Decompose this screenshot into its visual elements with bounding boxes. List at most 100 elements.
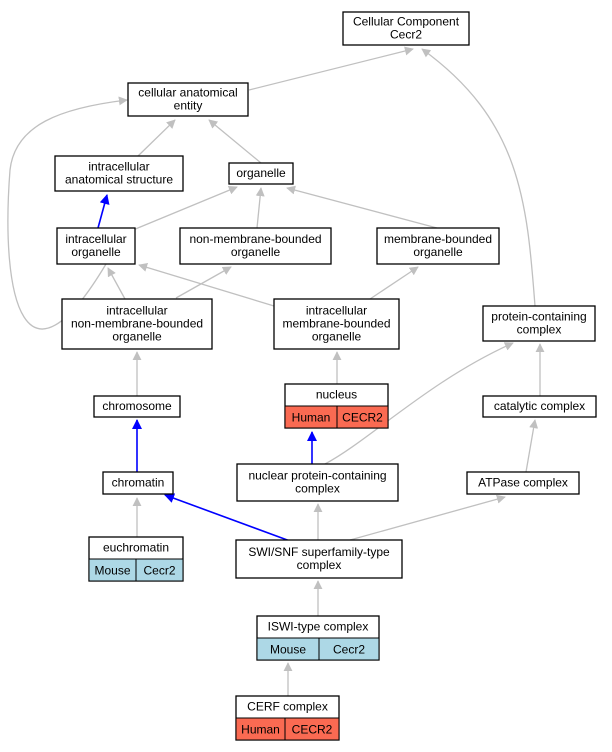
- node-box: [236, 463, 399, 502]
- node-label: nucleus: [316, 388, 357, 402]
- node-label: euchromatin: [103, 541, 169, 555]
- edge: [137, 119, 176, 157]
- edge: [175, 266, 232, 299]
- node-catalytic-complex[interactable]: catalytic complex: [482, 395, 597, 418]
- node-label: intracellular: [65, 232, 126, 246]
- edge: [7, 96, 128, 330]
- node-label: complex: [517, 323, 562, 337]
- node-label: SWI/SNF superfamily-type: [248, 545, 390, 559]
- node-box: [376, 227, 500, 265]
- node-label: anatomical structure: [65, 173, 173, 187]
- edge: [324, 342, 514, 465]
- node-organelle[interactable]: organelle: [228, 162, 294, 185]
- gene-cell: [318, 637, 380, 661]
- edge: [255, 187, 265, 229]
- node-label: ISWI-type complex: [268, 620, 369, 634]
- node-box: [102, 471, 174, 495]
- node-label: organelle: [413, 245, 463, 259]
- node-box: [54, 155, 184, 192]
- node-label: intracellular: [88, 160, 149, 174]
- node-chromosome[interactable]: chromosome: [93, 395, 181, 418]
- node-box: [235, 539, 403, 579]
- gene-cell-label: Cecr2: [333, 643, 365, 657]
- node-label: complex: [295, 482, 340, 496]
- node-label: organelle: [312, 330, 362, 344]
- node-box: [482, 395, 597, 418]
- node-box: [342, 11, 470, 46]
- node-label: intracellular: [106, 304, 167, 318]
- edge: [421, 48, 536, 307]
- edge: [349, 494, 506, 541]
- edge: [208, 119, 262, 164]
- node-box: [273, 298, 400, 350]
- species-cell-label: Mouse: [94, 564, 130, 578]
- gene-cell: [336, 405, 389, 429]
- node-label: organelle: [231, 245, 281, 259]
- node-label: complex: [297, 558, 342, 572]
- edge: [132, 185, 238, 231]
- gene-cell: [135, 558, 184, 582]
- species-cell-label: Mouse: [270, 643, 306, 657]
- node-label: chromosome: [102, 399, 172, 413]
- node-box: [56, 227, 136, 265]
- node-box: [93, 395, 181, 418]
- node-label: Cellular Component: [353, 15, 460, 29]
- species-cell-label: Human: [292, 411, 331, 425]
- node-box: [179, 227, 332, 265]
- node-label: nuclear protein-containing: [248, 469, 386, 483]
- edge: [107, 267, 126, 300]
- edge-highlighted: [164, 493, 291, 542]
- gene-cell-label: CECR2: [342, 411, 383, 425]
- species-cell-label: Human: [241, 723, 280, 737]
- node-box: [127, 82, 249, 117]
- edges: [7, 46, 545, 696]
- node-label: membrane-bounded: [384, 232, 492, 246]
- node-box: [228, 162, 294, 185]
- node-label: non-membrane-bounded: [189, 232, 321, 246]
- gene-cell: [284, 717, 340, 741]
- node-label: entity: [174, 99, 203, 113]
- edge: [525, 419, 539, 473]
- node-box: [61, 298, 213, 350]
- node-label: organelle: [71, 245, 121, 259]
- node-label: CERF complex: [247, 700, 328, 714]
- node-label: chromatin: [112, 476, 165, 490]
- node-box: [466, 471, 580, 495]
- node-chromatin[interactable]: chromatin: [102, 471, 174, 495]
- node-label: protein-containing: [491, 310, 586, 324]
- gene-cell-label: Cecr2: [143, 564, 175, 578]
- node-intracellular-non-membrane-bounded-organelle[interactable]: intracellularnon-membrane-boundedorganel…: [61, 298, 213, 350]
- node-label: catalytic complex: [494, 399, 585, 413]
- node-label: intracellular: [306, 304, 367, 318]
- edge-highlighted: [97, 194, 110, 229]
- node-label: organelle: [112, 330, 162, 344]
- edge: [248, 46, 414, 91]
- node-label: ATPase complex: [478, 476, 568, 490]
- gene-cell-label: CECR2: [292, 723, 333, 737]
- node-label: cellular anatomical: [138, 86, 237, 100]
- edge: [369, 266, 419, 300]
- node-label: membrane-bounded: [282, 317, 390, 331]
- node-label: organelle: [236, 166, 286, 180]
- edge: [138, 263, 275, 307]
- node-atpase-complex[interactable]: ATPase complex: [466, 471, 580, 495]
- node-label: non-membrane-bounded: [71, 317, 203, 331]
- node-label: Cecr2: [390, 28, 422, 42]
- node-box: [482, 305, 596, 342]
